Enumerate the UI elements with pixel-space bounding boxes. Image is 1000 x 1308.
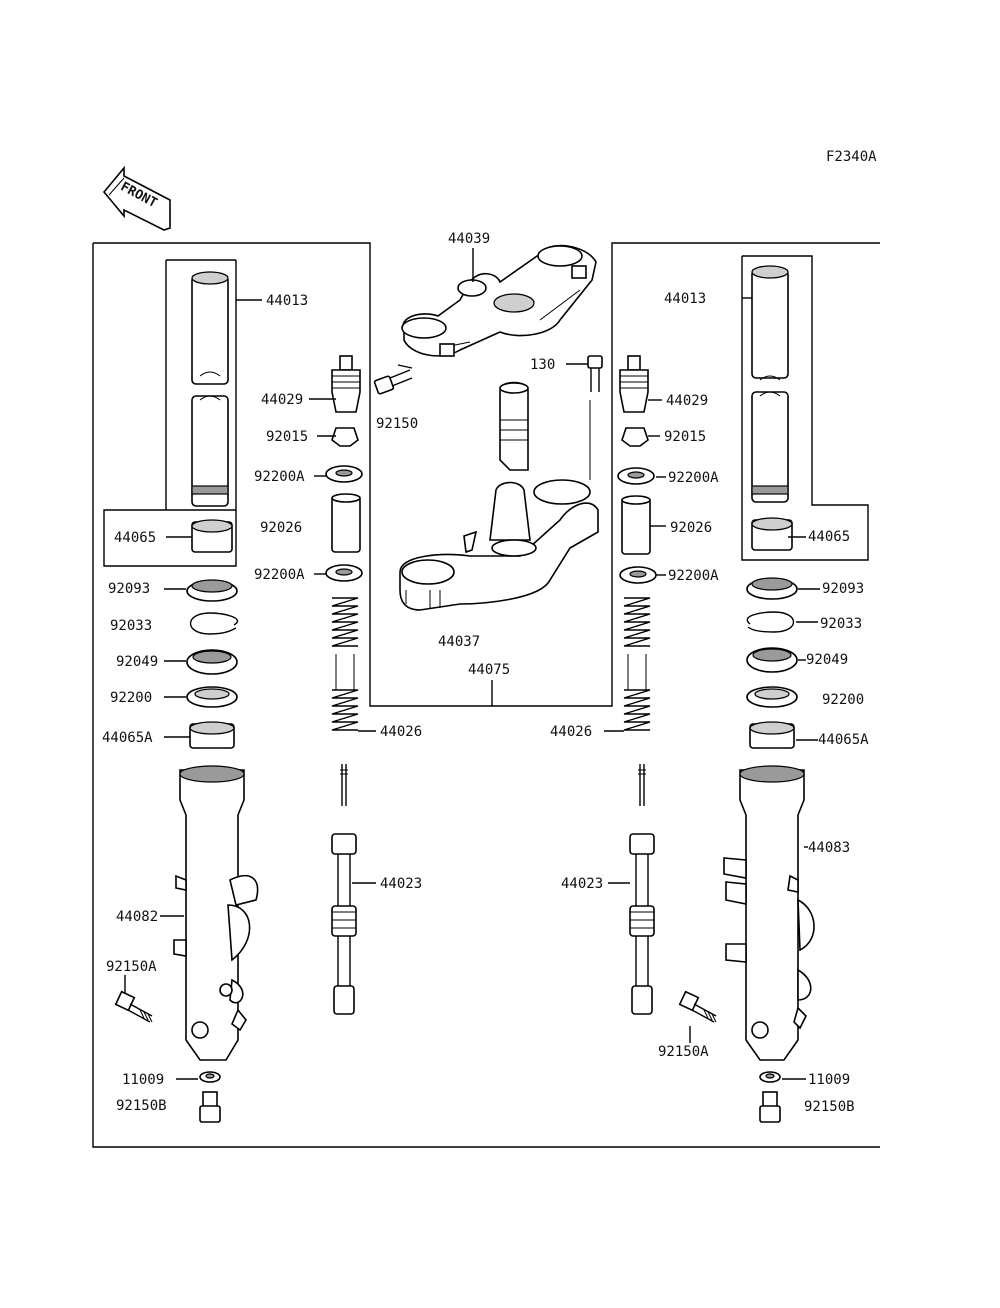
label-l-92200A-bot: 92200A (254, 567, 305, 583)
right-bushing-44065A (749, 721, 795, 749)
label-r-11009: 11009 (808, 1072, 850, 1088)
label-l-92150A: 92150A (106, 959, 157, 975)
label-l-92150B: 92150B (116, 1098, 167, 1114)
left-bolt-92150B (199, 1091, 221, 1123)
part-labels: 44013 44065 44029 92015 92200A 92026 922… (102, 231, 869, 1115)
label-l-92033: 92033 (110, 618, 152, 634)
bolt-92150 (373, 369, 413, 395)
label-r-44013: 44013 (664, 291, 706, 307)
label-r-92200A-bot: 92200A (668, 568, 719, 584)
label-l-44082: 44082 (116, 909, 158, 925)
label-r-44083: 44083 (808, 840, 850, 856)
label-r-92150B: 92150B (804, 1099, 855, 1115)
right-collar-92026 (621, 495, 651, 555)
label-l-92200A-top: 92200A (254, 469, 305, 485)
label-c-44037: 44037 (438, 634, 480, 650)
left-washer-92200 (186, 686, 238, 708)
bolt-130 (587, 355, 603, 392)
right-seal-92049 (746, 647, 798, 673)
label-r-92026: 92026 (670, 520, 712, 536)
right-bushing-44065 (751, 517, 793, 551)
left-cap-bolt-44029 (331, 355, 361, 413)
left-bushing-44065 (191, 519, 233, 553)
label-c-92150: 92150 (376, 416, 418, 432)
right-spring-44026 (623, 597, 651, 731)
left-spring-44026 (331, 597, 359, 731)
label-r-92200A-top: 92200A (668, 470, 719, 486)
label-l-44013: 44013 (266, 293, 308, 309)
right-bolt-92150B (759, 1091, 781, 1123)
right-oil-seal-92093 (746, 577, 798, 600)
right-bolt-92150A (678, 990, 717, 1023)
left-collar-92026 (331, 493, 361, 553)
label-r-92015: 92015 (664, 429, 706, 445)
label-r-92033: 92033 (820, 616, 862, 632)
label-l-44029: 44029 (261, 392, 303, 408)
label-l-92049: 92049 (116, 654, 158, 670)
right-washer-11009 (759, 1071, 781, 1083)
label-l-92015: 92015 (266, 429, 308, 445)
label-l-44065: 44065 (114, 530, 156, 546)
left-outer-tube-44082 (173, 765, 259, 1061)
upper-bracket-44039 (401, 244, 597, 357)
left-damper-rod-44023 (331, 764, 357, 1015)
label-l-44065A: 44065A (102, 730, 153, 746)
leader-lines (124, 248, 820, 1080)
label-l-92093: 92093 (108, 581, 150, 597)
label-r-44023: 44023 (561, 876, 603, 892)
label-c-44039: 44039 (448, 231, 490, 247)
left-washer-11009 (199, 1071, 221, 1083)
left-washer-92200A-top (325, 465, 363, 483)
label-r-44065A: 44065A (818, 732, 869, 748)
lower-bracket-44037 (399, 381, 599, 611)
left-washer-92200A-bot (325, 564, 363, 582)
label-l-11009: 11009 (122, 1072, 164, 1088)
right-washer-92200A-bot (619, 566, 657, 584)
label-r-92049: 92049 (806, 652, 848, 668)
right-circlip-92033 (746, 611, 794, 633)
label-r-44029: 44029 (666, 393, 708, 409)
front-arrow-icon: FRONT (102, 165, 171, 231)
label-l-92026: 92026 (260, 520, 302, 536)
label-c-130: 130 (530, 357, 555, 373)
right-cap-bolt-44029 (619, 355, 649, 413)
left-circlip-92033 (190, 612, 238, 635)
label-r-92093: 92093 (822, 581, 864, 597)
figure-code: F2340A (826, 149, 877, 165)
label-l-92200: 92200 (110, 690, 152, 706)
label-r-44065: 44065 (808, 529, 850, 545)
label-r-92150A: 92150A (658, 1044, 709, 1060)
left-seal-92049 (186, 649, 238, 675)
left-bushing-44065A (189, 721, 235, 749)
left-fork-tube-44013 (191, 271, 229, 507)
label-r-44026: 44026 (550, 724, 592, 740)
left-bolt-92150A (114, 990, 153, 1023)
label-l-44026: 44026 (380, 724, 422, 740)
label-r-92200: 92200 (822, 692, 864, 708)
right-washer-92200 (746, 686, 798, 708)
label-l-44023: 44023 (380, 876, 422, 892)
right-nut-92015 (621, 427, 649, 447)
frame-lines (92, 242, 880, 1148)
left-oil-seal-92093 (186, 579, 238, 602)
right-fork-tube-44013 (751, 265, 789, 503)
label-c-44075: 44075 (468, 662, 510, 678)
right-washer-92200A-top (617, 467, 655, 485)
right-outer-tube-44083 (723, 765, 815, 1061)
left-nut-92015 (331, 427, 359, 447)
right-damper-rod-44023 (629, 764, 655, 1015)
